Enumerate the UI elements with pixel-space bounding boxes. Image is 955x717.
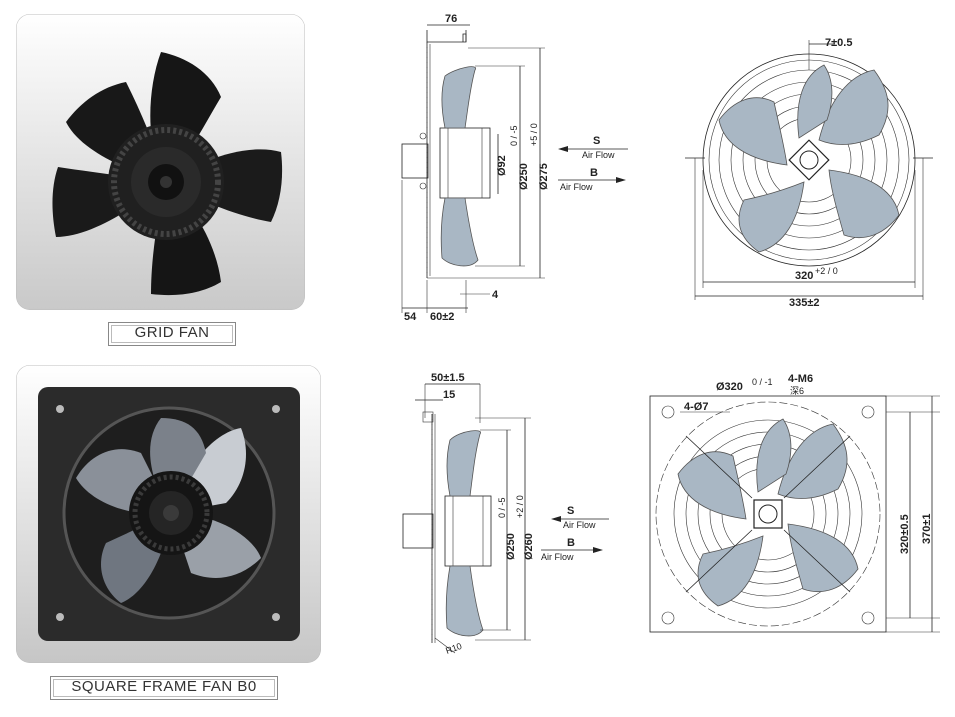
flow-b-text-square: Air Flow	[541, 552, 574, 562]
dim-blade-tol-square: 0 / -5	[497, 497, 507, 518]
dim-holes-label: 4-M6	[788, 373, 813, 385]
flow-s-letter: S	[593, 135, 600, 147]
grid-fan-side-view: 76 Ø92 Ø250 0 / -5 Ø275 +5 / 0 S Air Flo…	[401, 13, 628, 323]
square-fan-label: SQUARE FRAME FAN B0	[50, 676, 278, 700]
dim-bottom-mid: 60±2	[430, 311, 454, 323]
dim-corner-holes: 4-Ø7	[684, 401, 708, 413]
flow-s-text-square: Air Flow	[563, 520, 596, 530]
dim-inner: 320	[795, 270, 813, 282]
dim-inner-square: 320±0.5	[899, 514, 911, 554]
dim-blade-tol: 0 / -5	[509, 125, 519, 146]
dim-depth: 76	[445, 13, 457, 25]
dim-grill-dia: Ø275	[538, 163, 550, 190]
dim-holes-sub: 深6	[790, 386, 804, 396]
dim-grill-tol: +5 / 0	[529, 123, 539, 146]
grid-fan-front-view: 7±0.5 320 +2 / 0 335±2	[685, 37, 933, 309]
grid-fan-label: GRID FAN	[108, 322, 236, 346]
square-fan-side-view: 50±1.5 15 Ø250 0 / -5 Ø260 +2 / 0 S Air …	[402, 372, 609, 656]
square-fan-front-view: Ø320 0 / -1 4-M6 深6 4-Ø7 320±0.5 370±1	[649, 373, 940, 633]
square-fan-photo	[16, 365, 321, 663]
dim-frame-dia: Ø260	[523, 533, 535, 560]
flow-b-letter: B	[590, 167, 598, 179]
dim-bottom-left: 54	[404, 311, 417, 323]
grid-fan-photo	[16, 14, 305, 310]
flow-b-letter-square: B	[567, 537, 575, 549]
dim-outer-square: 370±1	[921, 513, 933, 544]
dim-circle: Ø320	[716, 381, 743, 393]
dim-inner-tol: +2 / 0	[815, 266, 838, 276]
dim-outer: 335±2	[789, 297, 820, 309]
flow-s-text: Air Flow	[582, 150, 615, 160]
flow-b-text: Air Flow	[560, 182, 593, 192]
dim-blade-dia-square: Ø250	[505, 533, 517, 560]
dim-radius: R10	[444, 641, 463, 656]
dim-frame-tol: +2 / 0	[515, 495, 525, 518]
dim-circle-tol: 0 / -1	[752, 377, 773, 387]
dim-bottom-right: 4	[492, 289, 499, 301]
flow-s-letter-square: S	[567, 505, 574, 517]
dim-top: 7±0.5	[825, 37, 852, 49]
dim-top-square: 50±1.5	[431, 372, 465, 384]
dim-hub-dia: Ø92	[496, 155, 508, 176]
dim-blade-dia: Ø250	[518, 163, 530, 190]
dim-small: 15	[443, 389, 455, 401]
